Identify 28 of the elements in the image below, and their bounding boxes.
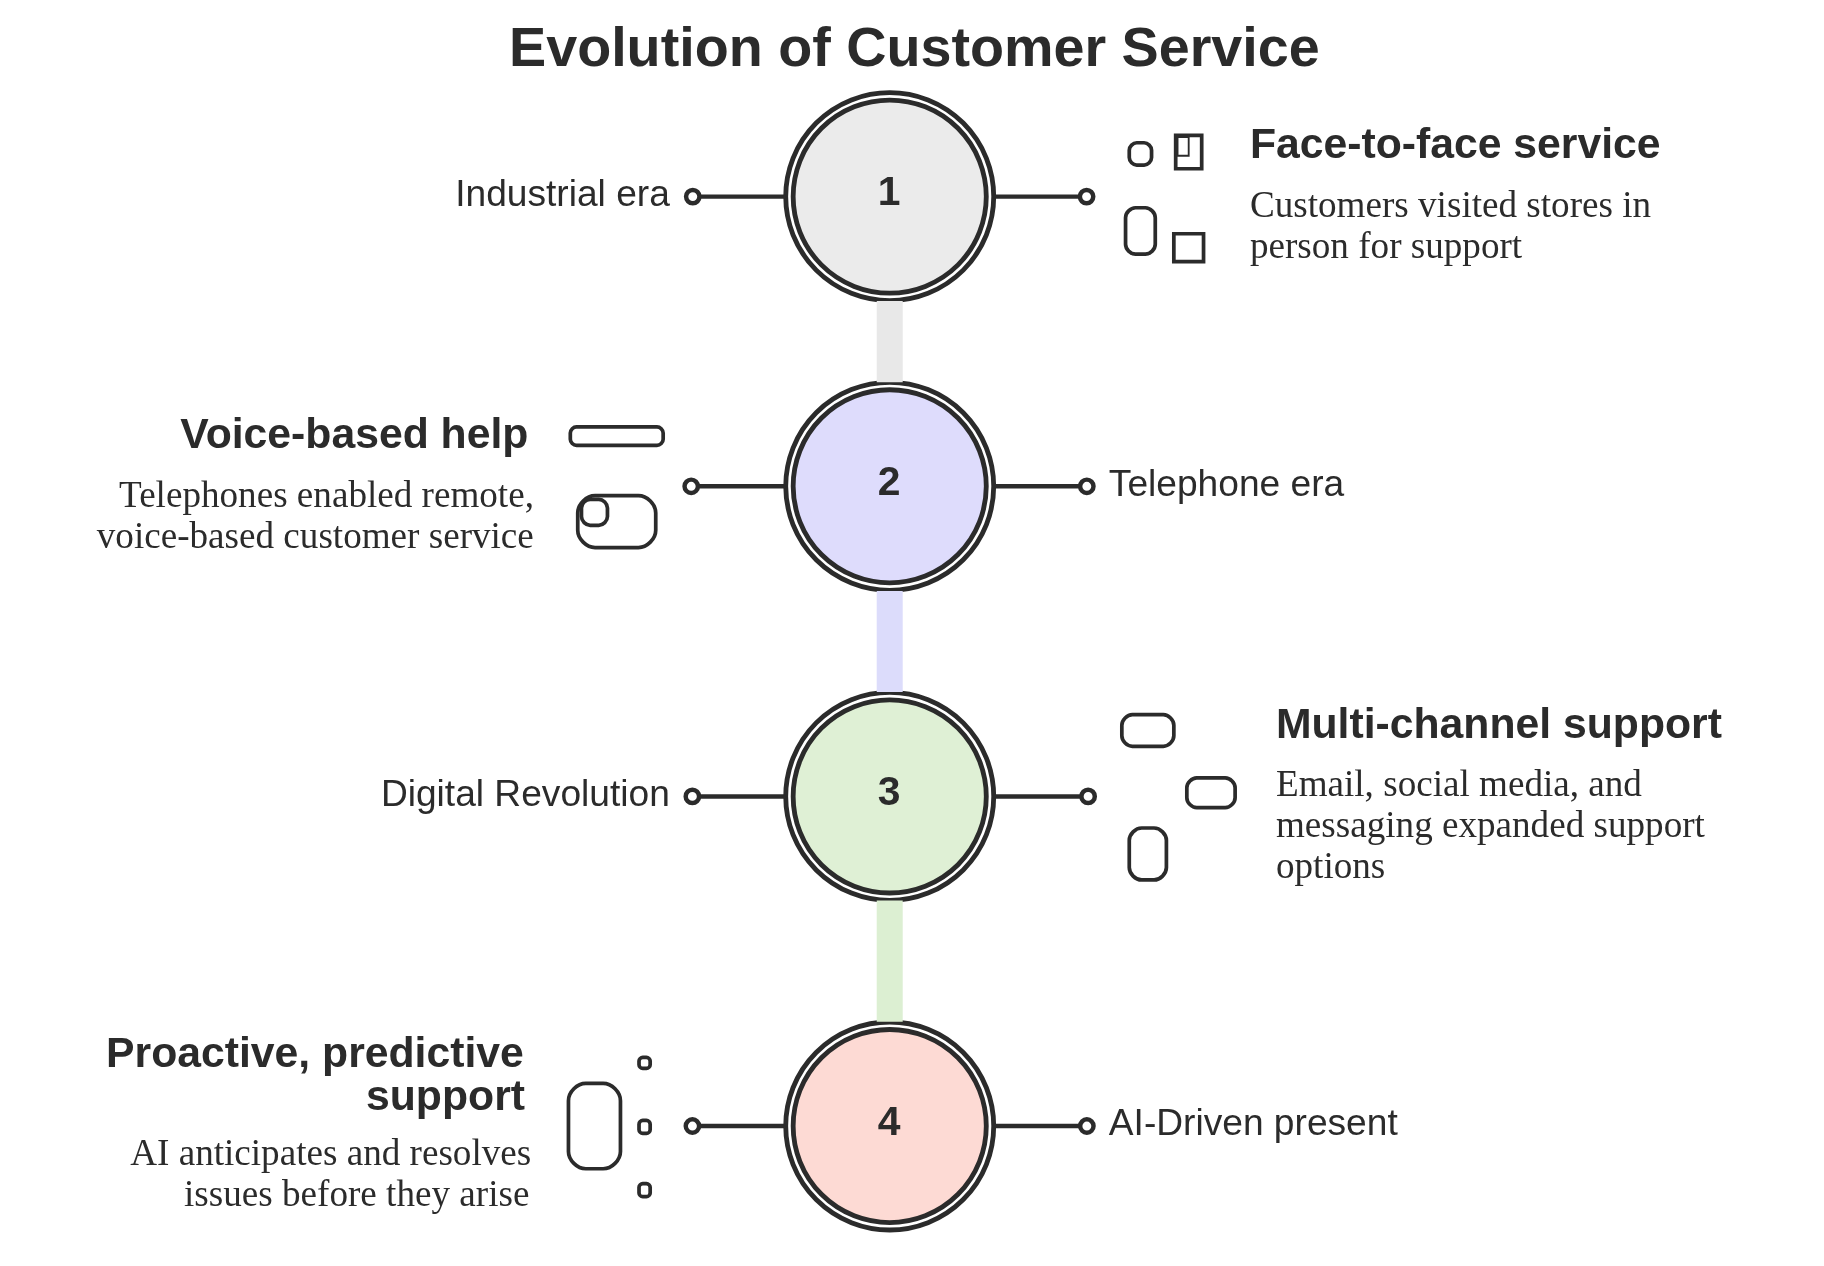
connector [994,477,1096,496]
connector [876,591,903,692]
connector [683,787,786,806]
node-label: Customers visited stores in person for support [1249,184,1652,266]
diagram-title: Evolution of Customer Service [509,15,1320,78]
node-text: AI-Driven present [1108,1101,1398,1144]
node-circle: 3 [783,690,997,903]
node-label: Voice-based help [180,409,529,458]
node-circle: 1 [783,90,997,303]
node-label: Multi-channel support [1275,698,1722,747]
node-circle: 4 [783,1019,997,1233]
connector [683,1117,786,1135]
node-text: Telephone era [1108,461,1345,504]
node-label: Email, social media, and messaging expanded support options [1275,763,1705,887]
node-label: Proactive, predictive support [106,1028,525,1120]
connector [682,477,786,496]
node-circle: 2 [783,379,997,593]
connector [876,300,903,383]
node-text: Digital Revolution [380,771,670,814]
connector [993,187,1096,206]
node-text: Industrial era [455,171,670,214]
node-label: Face-to-face service [1249,119,1661,168]
connector [683,187,786,206]
node-label: Telephones enabled remote, voice-based customer service [96,473,534,556]
connector [993,787,1098,806]
node-label: AI anticipates and resolves issues before they arise [130,1132,532,1214]
connector [994,1117,1096,1135]
connector [876,900,903,1022]
